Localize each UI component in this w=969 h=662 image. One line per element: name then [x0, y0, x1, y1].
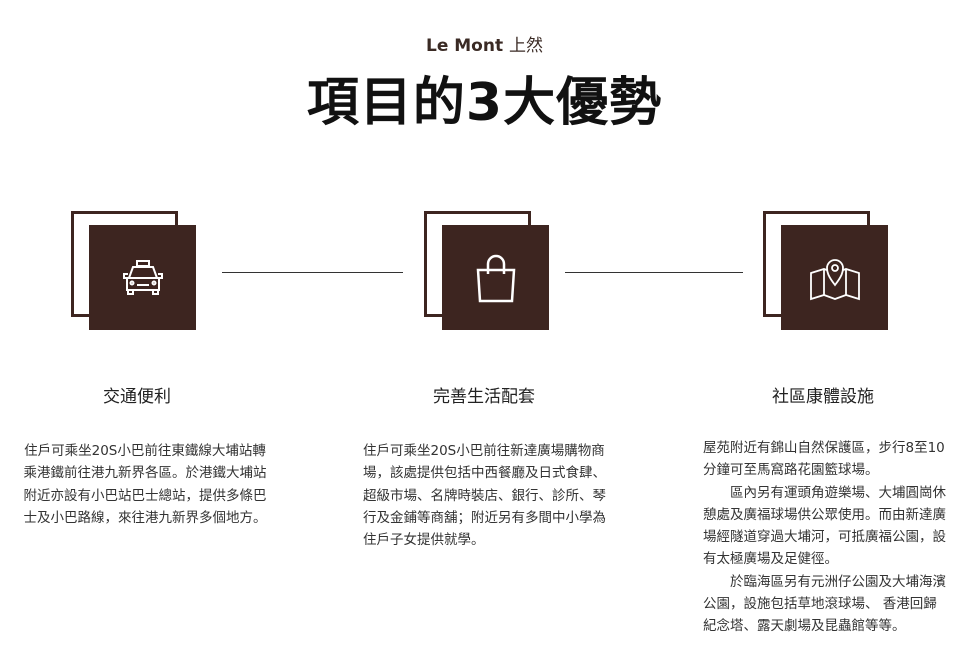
- brand-name: Le Mont: [425, 36, 504, 56]
- page-title: 項目的3大優勢: [306, 73, 663, 133]
- feature-icon-community: [763, 211, 889, 331]
- taxi-icon: [89, 225, 196, 330]
- feature-description: 住戶可乘坐20S小巴前往新達廣場購物商場，該處提供包括中西餐廳及日式食肆、超級市…: [363, 440, 608, 551]
- description-text: 住戶可乘坐20S小巴前往新達廣場購物商場，該處提供包括中西餐廳及日式食肆、超級市…: [363, 443, 606, 549]
- feature-title: 社區康體設施: [772, 387, 874, 407]
- shopping-bag-icon: [442, 225, 549, 330]
- description-text: 區內另有運頭角遊樂場、大埔圓崗休憩處及廣福球場供公眾使用。而由新達廣場經隧道穿過…: [703, 484, 946, 568]
- feature-icon-transport: [71, 211, 197, 331]
- description-text: 住戶可乘坐20S小巴前往東鐵線大埔站轉乘港鐵前往港九新界各區。於港鐵大埔站附近亦…: [23, 443, 267, 526]
- feature-title: 完善生活配套: [433, 387, 535, 407]
- connector-line: [222, 272, 403, 273]
- feature-description: 屋苑附近有錦山自然保護區，步行8至10分鐘可至馬窩路花園籃球場。 區內另有運頭角…: [703, 437, 948, 638]
- brand-name-cn: 上然: [509, 36, 544, 56]
- brand-subtitle: Le Mont 上然: [0, 31, 969, 56]
- feature-icon-shopping: [424, 211, 550, 331]
- description-text: 於臨海區另有元洲仔公園及大埔海濱公園，設施包括草地滾球場、 香港回歸紀念塔、露天…: [703, 573, 946, 635]
- feature-title: 交通便利: [103, 387, 171, 407]
- description-text: 屋苑附近有錦山自然保護區，步行8至10分鐘可至馬窩路花園籃球場。: [703, 440, 945, 479]
- connector-line: [565, 272, 743, 273]
- feature-description: 住戶可乘坐20S小巴前往東鐵線大埔站轉乘港鐵前往港九新界各區。於港鐵大埔站附近亦…: [20, 440, 270, 529]
- map-pin-icon: [781, 225, 888, 330]
